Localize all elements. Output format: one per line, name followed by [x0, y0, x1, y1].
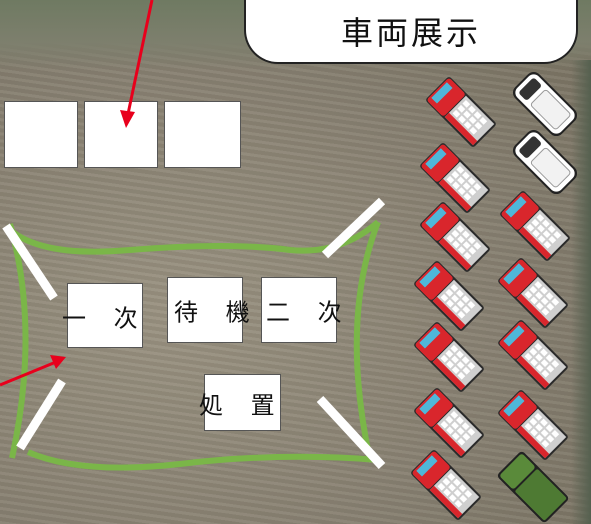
- secondary-triage-label: 二 次: [266, 298, 352, 327]
- treatment-label: 処 置: [199, 391, 285, 419]
- tent-outline-right: [353, 220, 381, 461]
- fire-truck-6: [496, 256, 570, 330]
- standby-area: 待 機: [167, 277, 250, 343]
- fire-truck-10: [496, 388, 570, 462]
- fire-truck-2: [418, 141, 492, 215]
- corner-post-top-left: [2, 223, 58, 301]
- fire-truck-4: [498, 189, 572, 263]
- fire-truck-3: [418, 200, 492, 274]
- tent-outline-left: [7, 223, 29, 459]
- arrow-left-shaft: [0, 360, 57, 387]
- arrow-top-head: [120, 110, 135, 128]
- primary-triage-area: 一 次: [62, 283, 143, 348]
- corner-post-bottom-right: [316, 395, 386, 470]
- army-truck: [496, 450, 570, 524]
- ambulance-1: [509, 68, 581, 140]
- arrow-top-shaft: [126, 0, 154, 115]
- treatment-area: 処 置: [199, 374, 281, 431]
- fire-truck-1: [424, 75, 498, 149]
- fire-truck-11: [409, 448, 483, 522]
- vehicle-display-title: 車両展示: [244, 0, 578, 64]
- fire-truck-8: [496, 318, 570, 392]
- ambulance-2: [509, 126, 581, 198]
- fire-truck-5: [412, 259, 486, 333]
- fire-truck-7: [412, 320, 486, 394]
- primary-triage-label: 一 次: [62, 304, 148, 332]
- fire-truck-9: [412, 386, 486, 460]
- display-slot-1: [4, 101, 78, 168]
- tent-outline-bottom: [26, 449, 379, 471]
- corner-post-top-right: [321, 197, 386, 259]
- arrow-left-head: [50, 355, 66, 369]
- secondary-triage-area: 二 次: [261, 277, 342, 343]
- display-slot-3: [164, 101, 241, 168]
- corner-post-bottom-left: [16, 378, 66, 451]
- standby-label: 待 機: [174, 298, 260, 327]
